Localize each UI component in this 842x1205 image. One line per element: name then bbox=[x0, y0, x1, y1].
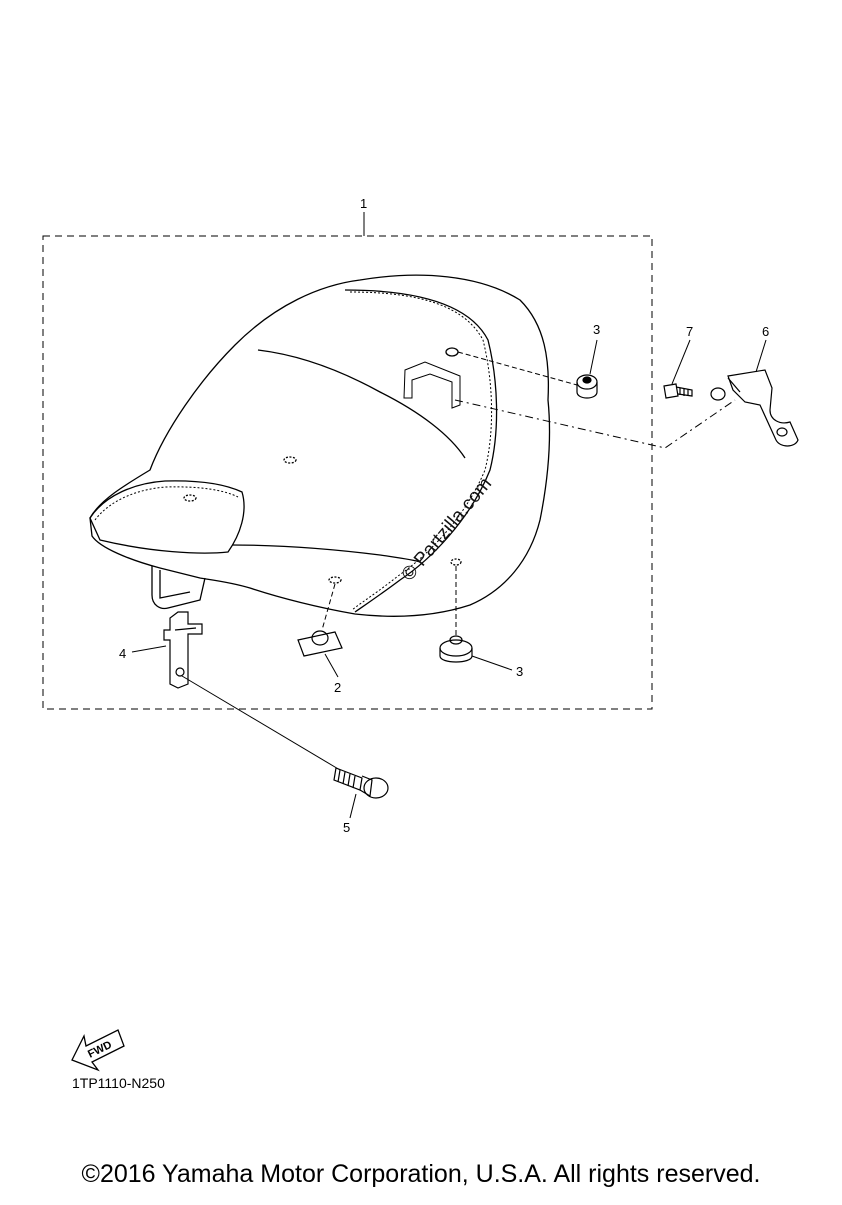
assembly-boundary bbox=[42, 235, 653, 710]
leader-line-3-bottom bbox=[471, 655, 513, 671]
fwd-arrow-icon: FWD bbox=[71, 1029, 125, 1072]
part-4-plate bbox=[163, 611, 203, 689]
callout-6: 6 bbox=[762, 324, 769, 339]
part-2-nut bbox=[297, 630, 343, 657]
leader-line-3-top bbox=[589, 339, 598, 375]
dash-line-3-top bbox=[457, 351, 578, 386]
leader-line-bolt-5 bbox=[181, 675, 341, 771]
callout-1: 1 bbox=[360, 196, 367, 211]
part-5-bolt bbox=[333, 767, 389, 799]
callout-2: 2 bbox=[334, 680, 341, 695]
leader-line-6 bbox=[755, 339, 767, 373]
part-7-bolt bbox=[663, 383, 693, 399]
leader-line-4 bbox=[131, 645, 167, 653]
diagram-code: 1TP1110-N250 bbox=[72, 1075, 165, 1091]
callout-5: 5 bbox=[343, 820, 350, 835]
leader-line-2 bbox=[324, 653, 339, 678]
callout-3-top: 3 bbox=[593, 322, 600, 337]
part-3-damper-top bbox=[576, 374, 598, 399]
part-3-damper-bottom bbox=[439, 635, 473, 663]
callout-4: 4 bbox=[119, 646, 126, 661]
leader-line-5 bbox=[349, 793, 357, 819]
dash-line-bracket bbox=[454, 399, 736, 449]
copyright-notice: ©2016 Yamaha Motor Corporation, U.S.A. A… bbox=[81, 1160, 761, 1188]
callout-3-bottom: 3 bbox=[516, 664, 523, 679]
seat-drawing bbox=[89, 274, 551, 617]
callout-7: 7 bbox=[686, 324, 693, 339]
watermark: © Partzilla.com bbox=[398, 474, 496, 586]
leader-line-7 bbox=[671, 339, 691, 385]
part-6-bracket bbox=[710, 369, 799, 447]
dash-line-2 bbox=[321, 583, 336, 631]
